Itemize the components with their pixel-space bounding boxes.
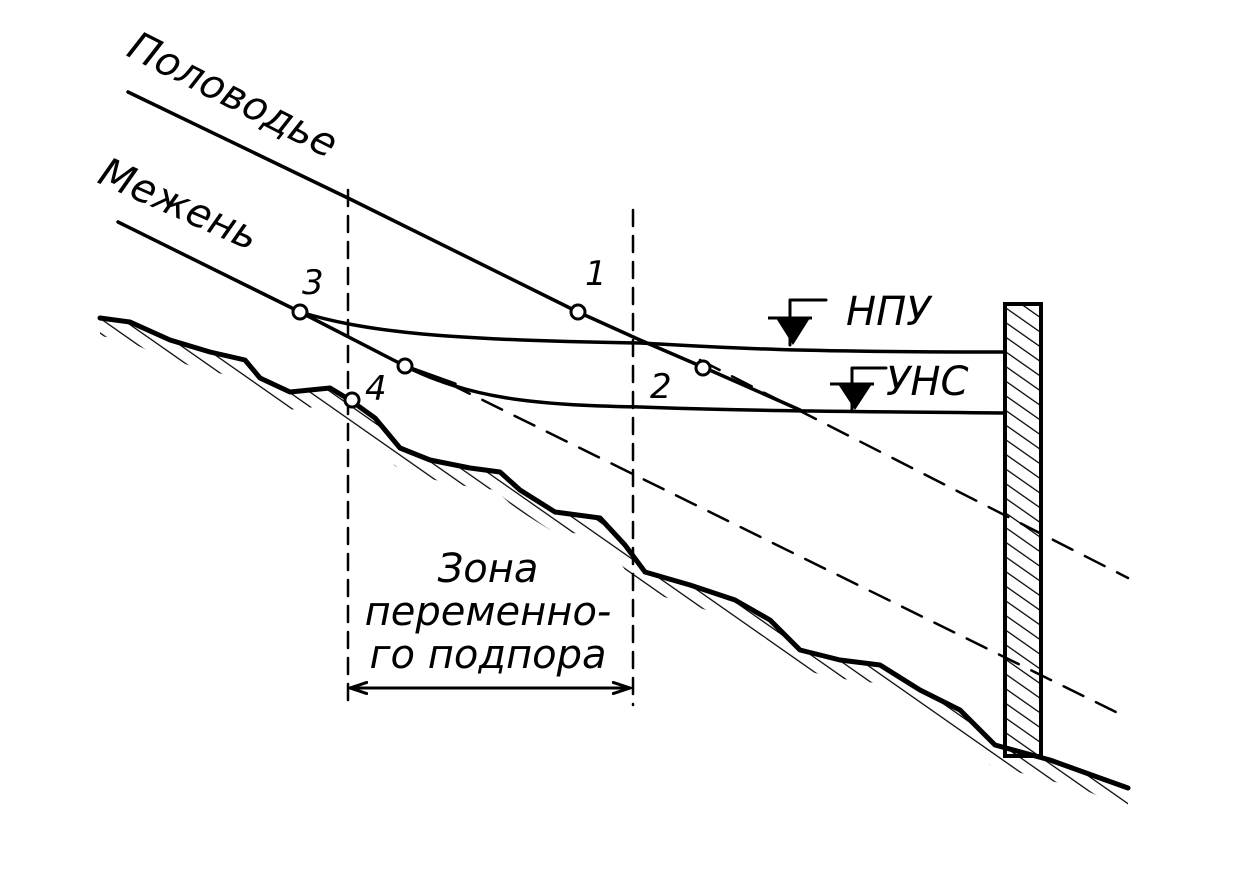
- point-3b-marker: [396, 357, 414, 375]
- riverbed-line: [97, 315, 1131, 791]
- point-1-label: 1: [585, 254, 607, 294]
- npu-backwater-curve: [298, 310, 1007, 354]
- zone-label-line-1: Зона: [438, 546, 539, 592]
- dam-structure: [1003, 302, 1043, 758]
- uns-backwater-curve: [403, 364, 1007, 415]
- npu-level-symbol: [768, 298, 828, 347]
- zone-label-line-3: го подпора: [369, 632, 606, 678]
- flood-label: Половодье: [120, 23, 344, 168]
- uns-label: УНС: [886, 359, 968, 405]
- point-3-label: 3: [302, 263, 324, 303]
- point-1b-marker: [694, 359, 712, 377]
- uns-level-symbol: [830, 366, 888, 412]
- zone-label-line-2: переменно-: [365, 589, 612, 635]
- point-1-marker: [569, 303, 587, 321]
- lowwater-label: Межень: [92, 149, 266, 260]
- flood-natural-line: [126, 90, 802, 412]
- lowwater-natural-line: [116, 220, 457, 386]
- point-4-marker: [343, 391, 361, 409]
- ground-hatching: [100, 318, 1128, 810]
- point-3-marker: [291, 303, 309, 321]
- npu-label: НПУ: [846, 289, 933, 335]
- point-2-label: 2: [650, 367, 672, 407]
- point-4-label: 4: [365, 369, 387, 409]
